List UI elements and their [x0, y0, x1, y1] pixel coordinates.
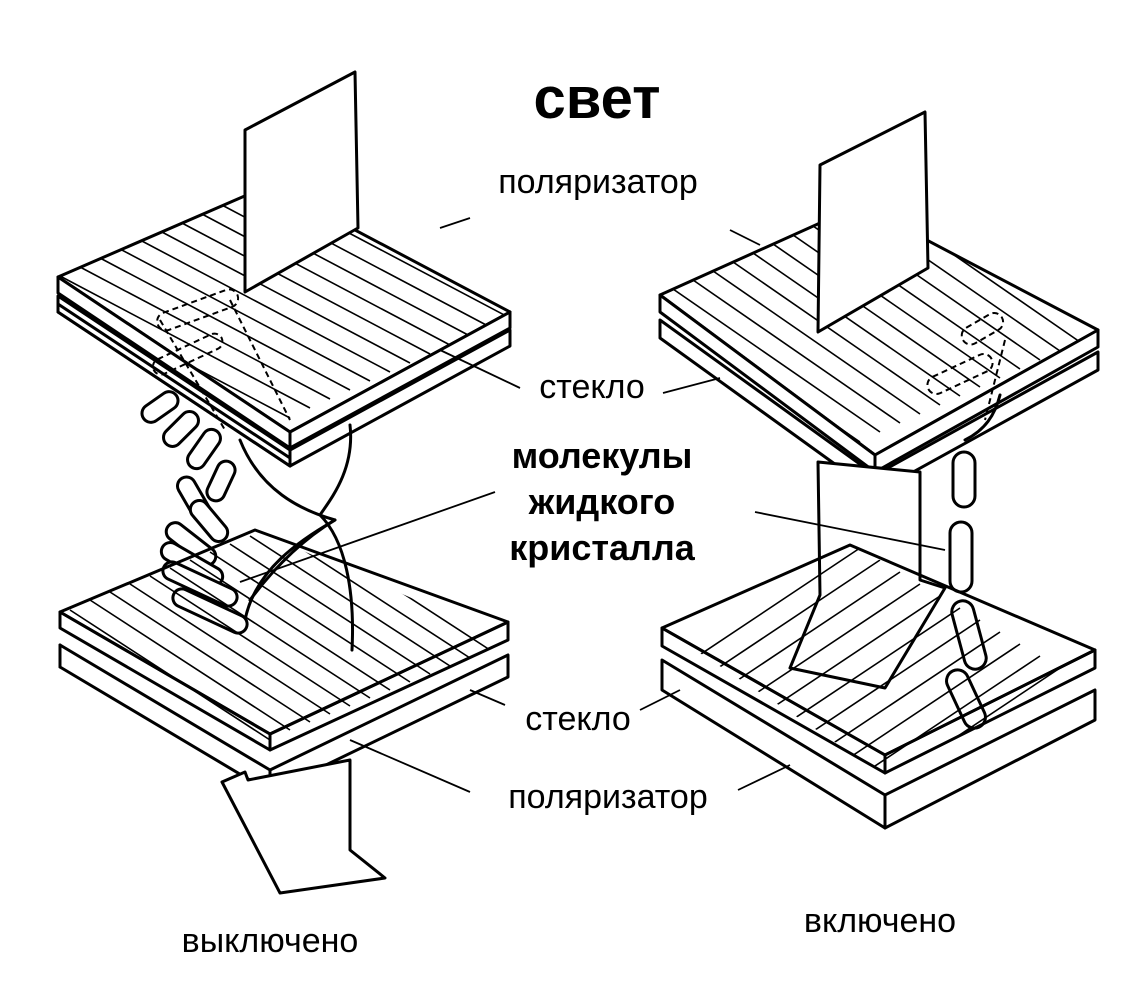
left-bottom-polarizer [58, 530, 510, 794]
label-polarizer-bottom: поляризатор [508, 778, 707, 816]
label-polarizer-top: поляризатор [498, 163, 697, 201]
caption-on: включено [804, 902, 956, 940]
label-molecules-line1: молекулы [512, 435, 693, 476]
diagram-title: свет [533, 66, 660, 131]
leader-glass-bottom-left [469, 689, 506, 706]
left-top-glass [56, 294, 512, 468]
leader-glass-bottom-right [639, 689, 681, 711]
leader-glass-top-right [662, 377, 721, 394]
leader-polarizer-top-right [729, 229, 761, 246]
leader-polarizer-top-left [439, 217, 471, 229]
right-bottom-polarizer [660, 547, 1097, 830]
right-cell-on [658, 110, 1100, 830]
left-light-sheet-top [243, 70, 360, 294]
leader-molecules-left [239, 491, 496, 583]
right-light-sheet-top [816, 110, 930, 334]
label-molecules-line2: жидкого [528, 481, 676, 522]
left-bottom-glass [58, 528, 510, 752]
leader-polarizer-bottom-left [349, 739, 471, 793]
leader-glass-top-left [439, 349, 521, 389]
right-top-dashed-molecules [926, 312, 1006, 421]
label-molecules-line3: кристалла [509, 527, 696, 568]
label-glass-top: стекло [539, 368, 645, 406]
right-top-polarizer [658, 203, 1100, 474]
leader-polarizer-bottom-right [737, 764, 791, 791]
left-cell-off [56, 70, 512, 895]
caption-off: выключено [182, 922, 359, 960]
left-top-dashed-molecules [151, 288, 291, 431]
leader-lines [239, 217, 946, 793]
right-bottom-glass [660, 543, 1097, 775]
right-lc-molecules [945, 393, 1002, 730]
left-lc-molecules [140, 390, 249, 635]
left-exit-light-arrow [220, 758, 387, 895]
label-glass-bottom: стекло [525, 700, 631, 738]
leader-molecules-right [754, 511, 946, 551]
